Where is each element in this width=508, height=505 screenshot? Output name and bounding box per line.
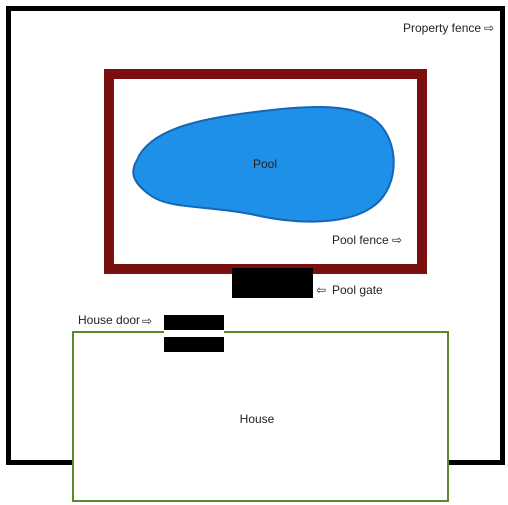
property-fence-arrow-icon: ⇨ xyxy=(484,21,494,35)
pool-fence-arrow-icon: ⇨ xyxy=(392,233,402,247)
house xyxy=(72,331,449,502)
pool-fence-label: Pool fence xyxy=(332,233,389,247)
property-fence-bottom-left xyxy=(6,460,73,465)
pool-gate-label: Pool gate xyxy=(332,283,383,297)
house-door-bottom-bar xyxy=(164,337,224,352)
pool xyxy=(132,105,395,223)
property-fence-label: Property fence xyxy=(403,21,481,35)
property-fence xyxy=(6,6,505,465)
property-fence-left xyxy=(6,6,11,464)
pool-gate xyxy=(232,268,313,298)
house-door-gap xyxy=(164,330,224,335)
property-fence-bottom-right xyxy=(448,460,505,465)
property-fence-top xyxy=(6,6,505,11)
pool-label: Pool xyxy=(253,157,277,171)
property-fence-right xyxy=(500,6,505,464)
house-label: House xyxy=(240,412,275,426)
pool-gate-arrow-icon: ⇦ xyxy=(316,283,326,297)
house-door-top-bar xyxy=(164,315,224,330)
house-door-arrow-icon: ⇨ xyxy=(142,314,152,328)
house-door-label: House door xyxy=(78,313,140,327)
